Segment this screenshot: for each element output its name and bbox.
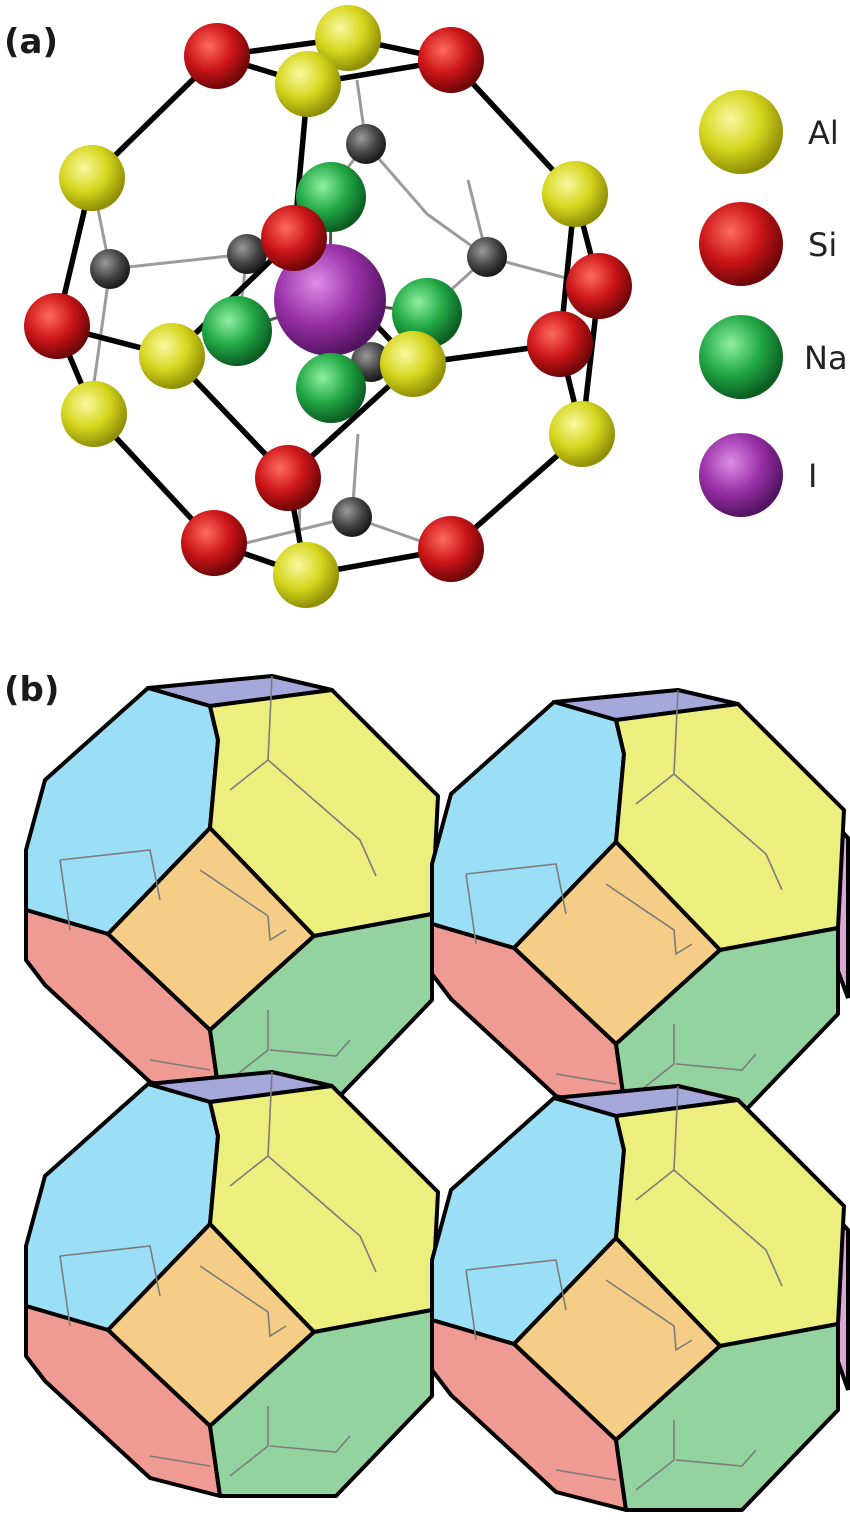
oxygen-atom	[346, 124, 386, 164]
na-atom	[202, 296, 272, 366]
si-atom	[24, 293, 90, 359]
si-atom	[255, 445, 321, 511]
al-atom	[380, 331, 446, 397]
si-atom	[181, 510, 247, 576]
al-atom	[315, 5, 381, 71]
i-atom	[274, 244, 386, 356]
si-atom	[418, 516, 484, 582]
al-atom	[59, 145, 125, 211]
al-atom	[273, 542, 339, 608]
cage-bottom-right	[430, 1084, 846, 1512]
legend-swatches	[699, 90, 783, 517]
panel-a-cage	[24, 5, 632, 608]
legend-label-i: I	[808, 457, 818, 495]
si-atom	[566, 253, 632, 319]
panel-b-cage-framework	[24, 674, 850, 1512]
oxygen-atom	[227, 234, 267, 274]
si-atom	[184, 23, 250, 89]
si-atom	[261, 205, 327, 271]
legend-al-swatch	[699, 90, 783, 174]
oxygen-atom	[467, 237, 507, 277]
oxygen-atom	[332, 497, 372, 537]
cage-bottom-left	[24, 1070, 440, 1498]
legend-i-swatch	[699, 433, 783, 517]
cage-top-right	[430, 688, 846, 1116]
al-atom	[139, 323, 205, 389]
legend-label-al: Al	[808, 114, 839, 152]
legend-na-swatch	[699, 315, 783, 399]
si-atom	[418, 27, 484, 93]
na-atom	[392, 278, 462, 348]
al-atom	[61, 381, 127, 447]
al-atom	[549, 401, 615, 467]
al-atom	[542, 161, 608, 227]
oxygen-atom	[90, 249, 130, 289]
panel-b-label: (b)	[4, 670, 60, 710]
legend-label-si: Si	[808, 226, 838, 264]
atoms	[24, 5, 632, 608]
al-atom	[275, 51, 341, 117]
legend-si-swatch	[699, 202, 783, 286]
si-atom	[527, 311, 593, 377]
panel-a-label: (a)	[4, 22, 59, 62]
na-atom	[296, 353, 366, 423]
legend-label-na: Na	[804, 339, 848, 377]
cage-top-left	[24, 674, 440, 1102]
